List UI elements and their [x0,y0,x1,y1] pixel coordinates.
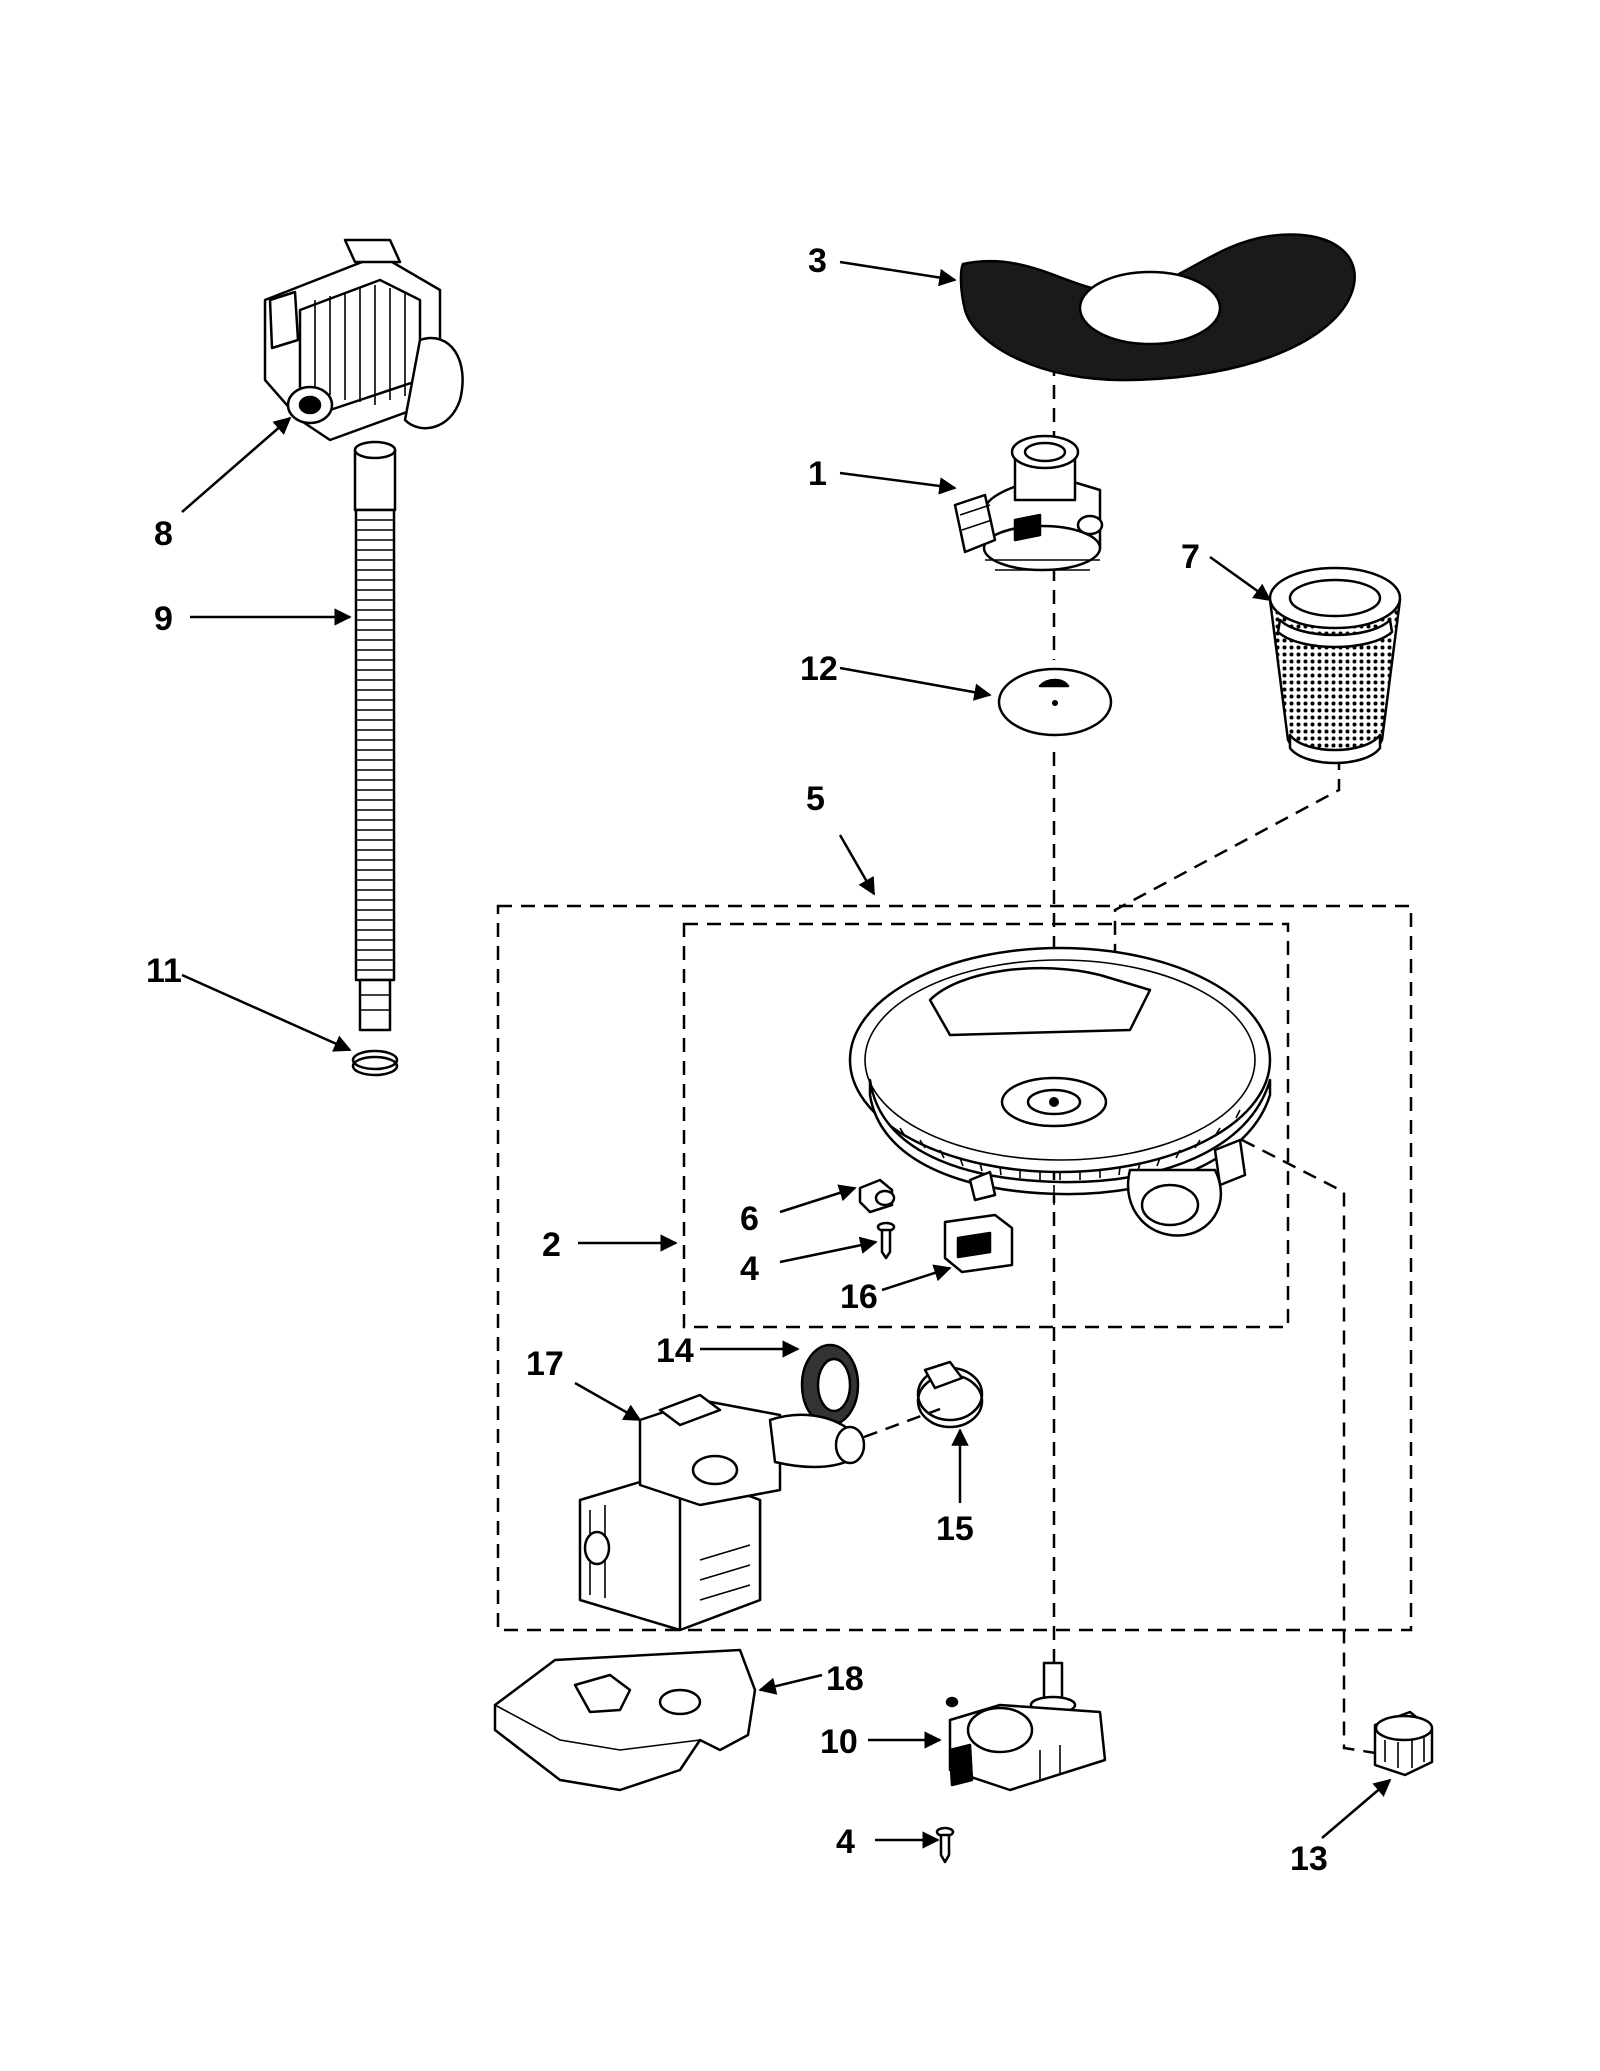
callout-13: 13 [1290,1840,1328,1878]
leader-lines [181,260,1392,1849]
insulation-pad-part [493,1648,757,1792]
motor-part [263,238,464,442]
drain-hose-part [353,440,397,1032]
diverter-motor-part [945,1661,1107,1792]
disc-part [997,667,1113,737]
assembly-2-outline [682,922,1290,1329]
callout-15: 15 [936,1510,974,1548]
filter-part [1268,566,1402,765]
callout-8: 8 [154,515,173,553]
callout-7: 7 [1181,538,1200,576]
alignment-line-sensor [1241,1138,1389,1757]
callout-labels: 3 1 7 12 5 8 9 11 2 6 4 16 14 17 15 18 1… [146,242,1328,1878]
screw-lower-part [935,1826,955,1864]
seal-ring-part [800,1343,860,1427]
callout-17: 17 [526,1345,564,1383]
callout-4-upper: 4 [740,1250,759,1288]
hose-clamp-ring-part [351,1049,399,1077]
callout-1: 1 [808,455,827,493]
callout-12: 12 [800,650,838,688]
sump-basin-part [848,946,1272,1237]
callout-11: 11 [146,952,182,990]
connector-block-part [943,1213,1014,1274]
callout-6: 6 [740,1200,759,1238]
callout-2: 2 [542,1226,561,1264]
callout-3: 3 [808,242,827,280]
callout-9: 9 [154,600,173,638]
hose-clamp-part [916,1360,984,1429]
callout-5: 5 [806,780,825,818]
diverter-housing-part [953,434,1104,572]
callout-16: 16 [840,1278,878,1316]
connector-part [858,1178,896,1214]
alignment-line-pump-clamp [863,1407,941,1439]
assembly-5-outline [496,904,1413,1632]
callout-10: 10 [820,1723,858,1761]
screw-upper-part [876,1221,896,1260]
callout-18: 18 [826,1660,864,1698]
spray-shield-part [959,233,1356,382]
callout-4-lower: 4 [836,1823,855,1861]
sensor-part [1373,1710,1434,1777]
pump-motor-part [578,1393,866,1632]
callout-14: 14 [656,1332,694,1370]
